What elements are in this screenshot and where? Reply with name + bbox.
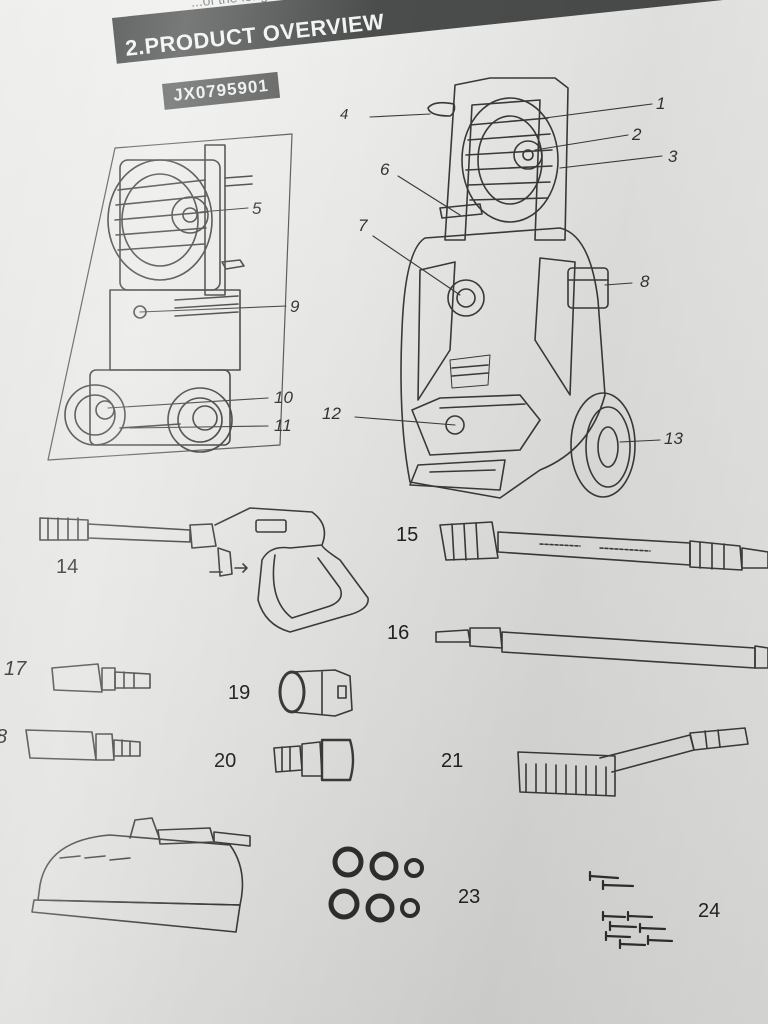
part-number-18: 8: [0, 726, 7, 749]
leader-lines-right: [354, 103, 663, 443]
callout-1: 1: [656, 94, 666, 113]
callout-9: 9: [290, 297, 300, 316]
callout-13: 13: [664, 429, 683, 448]
part-number-23: 23: [458, 886, 481, 908]
part-number-16: 16: [387, 622, 410, 644]
part-number-20: 20: [214, 750, 237, 772]
part-number-21: 21: [441, 750, 464, 772]
callout-11: 11: [274, 416, 292, 435]
callout-10: 10: [274, 388, 293, 407]
callout-8: 8: [640, 272, 650, 291]
callout-2: 2: [632, 125, 642, 144]
callout-5: 5: [252, 199, 262, 218]
o-rings-drawing: [328, 846, 424, 923]
nozzle-17-drawing: [51, 663, 151, 693]
lance-drawing: [439, 521, 768, 571]
screws-drawing: [588, 870, 674, 950]
callout-7: 7: [358, 216, 368, 235]
pressure-washer-side-view: [47, 133, 293, 461]
surface-cleaner-drawing: [31, 817, 251, 933]
brush-21-drawing: [517, 727, 749, 797]
part-number-24: 24: [698, 900, 721, 922]
part-number-15: 15: [396, 524, 419, 546]
callout-6: 6: [380, 160, 390, 179]
spray-gun-drawing: [39, 507, 369, 633]
extension-wand-drawing: [435, 627, 768, 669]
callout-4: 4: [340, 106, 349, 123]
pressure-washer-front-view: [400, 77, 636, 499]
nozzle-18-drawing: [25, 729, 141, 761]
part-number-19: 19: [228, 682, 251, 704]
callout-3: 3: [668, 147, 678, 166]
callout-12: 12: [322, 404, 341, 423]
leader-lines-left: [107, 207, 287, 429]
adapter-20-drawing: [273, 738, 355, 782]
part-number-17: 17: [4, 658, 27, 680]
part-number-14: 14: [56, 556, 79, 578]
connector-19-drawing: [278, 669, 353, 717]
